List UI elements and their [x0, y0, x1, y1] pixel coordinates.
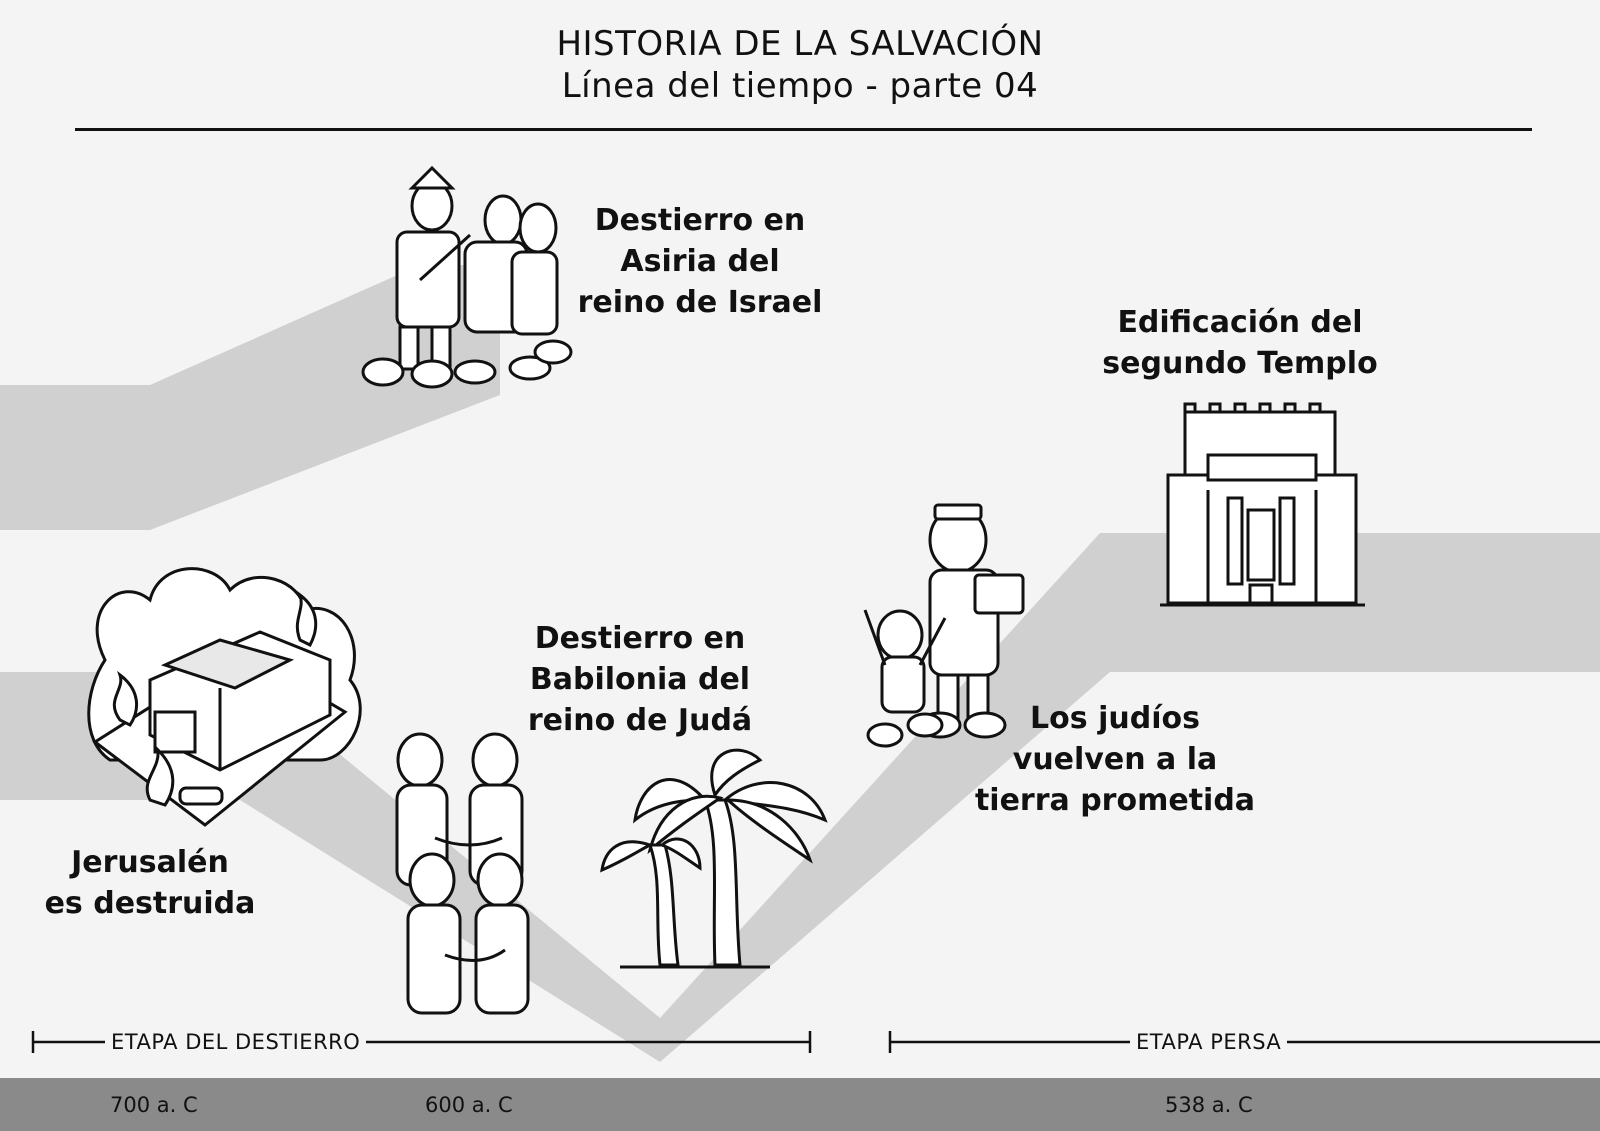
stage-destierro-label: ETAPA DEL DESTIERRO [105, 1030, 366, 1054]
year-700: 700 a. C [110, 1093, 198, 1117]
event-retorno-label: Los judíos vuelven a la tierra prometida [965, 698, 1265, 821]
year-538: 538 a. C [1165, 1093, 1253, 1117]
stage-persa-label: ETAPA PERSA [1130, 1030, 1287, 1054]
event-templo-label: Edificación del segundo Templo [1090, 302, 1390, 384]
event-asiria-label: Destierro en Asiria del reino de Israel [565, 200, 835, 323]
year-bar [0, 1078, 1600, 1131]
event-babilonia-label: Destierro en Babilonia del reino de Judá [510, 618, 770, 741]
second-temple-icon [1160, 404, 1365, 605]
event-jerusalen-label: Jerusalén es destruida [20, 842, 280, 924]
year-600: 600 a. C [425, 1093, 513, 1117]
